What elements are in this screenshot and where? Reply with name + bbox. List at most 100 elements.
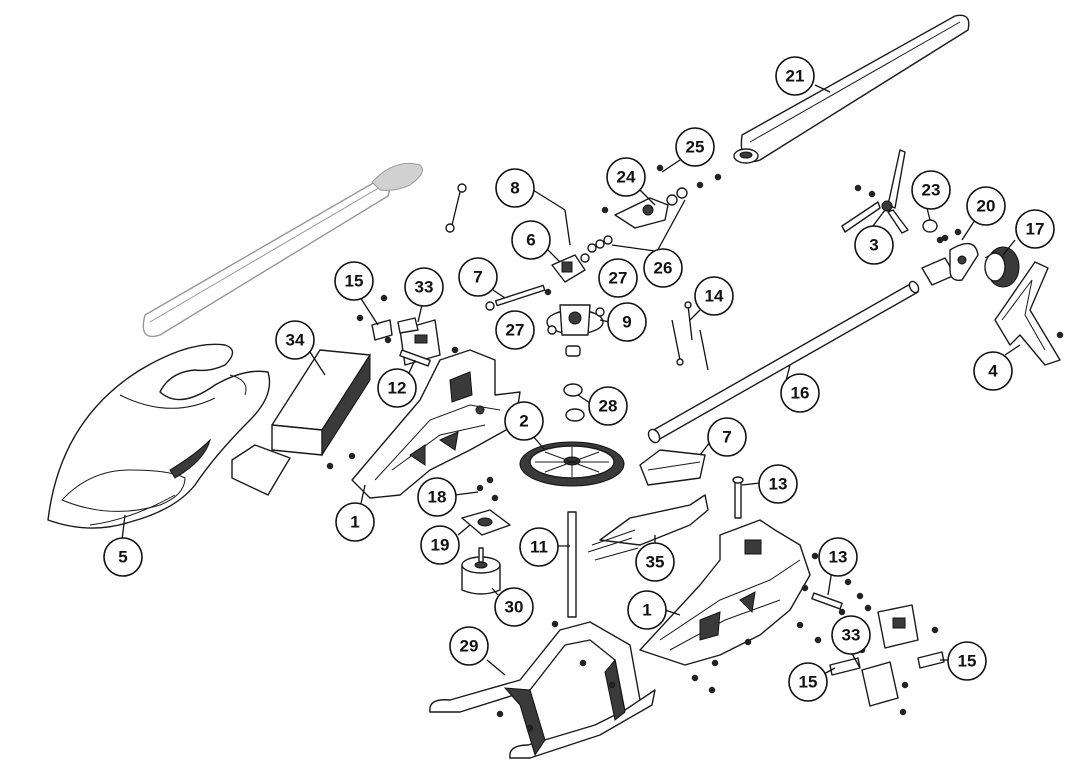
landing-gear-29 bbox=[429, 621, 656, 759]
frame-left-1 bbox=[351, 349, 521, 499]
callout-12: 12 bbox=[377, 368, 417, 408]
svg-text:35: 35 bbox=[646, 553, 665, 572]
svg-text:27: 27 bbox=[506, 321, 525, 340]
svg-text:26: 26 bbox=[654, 259, 673, 278]
callout-4: 4 bbox=[973, 351, 1013, 391]
svg-text:19: 19 bbox=[431, 536, 450, 555]
canopy-mount-13-top bbox=[732, 476, 744, 519]
svg-text:9: 9 bbox=[622, 313, 631, 332]
svg-text:1: 1 bbox=[642, 601, 651, 620]
linkage-8 bbox=[445, 183, 467, 233]
callout-5: 5 bbox=[103, 537, 143, 577]
callout-23: 23 bbox=[911, 170, 951, 210]
svg-text:4: 4 bbox=[988, 362, 998, 381]
svg-text:28: 28 bbox=[599, 397, 618, 416]
callout-15-b: 15 bbox=[947, 641, 987, 681]
callout-21: 21 bbox=[775, 56, 815, 96]
svg-text:21: 21 bbox=[786, 67, 805, 86]
callout-18: 18 bbox=[417, 477, 457, 517]
svg-text:7: 7 bbox=[473, 268, 482, 287]
svg-text:11: 11 bbox=[530, 538, 548, 557]
callout-33-b: 33 bbox=[831, 615, 871, 655]
callout-13-a: 13 bbox=[758, 464, 798, 504]
callout-3: 3 bbox=[854, 225, 894, 265]
svg-text:15: 15 bbox=[345, 272, 364, 291]
svg-text:33: 33 bbox=[415, 278, 434, 297]
bearing-28 bbox=[563, 383, 585, 422]
svg-text:24: 24 bbox=[617, 168, 636, 187]
svg-text:25: 25 bbox=[686, 138, 705, 157]
tail-fin-4 bbox=[994, 261, 1064, 366]
main-shaft-11 bbox=[551, 511, 577, 628]
callout-34: 34 bbox=[275, 320, 315, 360]
callout-14: 14 bbox=[694, 276, 734, 316]
callout-30: 30 bbox=[494, 587, 534, 627]
svg-text:27: 27 bbox=[609, 269, 628, 288]
bearings-26 bbox=[587, 235, 613, 253]
callout-2: 2 bbox=[504, 401, 544, 441]
motor-mount-19 bbox=[461, 476, 511, 536]
svg-text:13: 13 bbox=[769, 475, 788, 494]
svg-text:15: 15 bbox=[799, 673, 818, 692]
callouts: 21 25 24 8 23 20 17 6 26 27 3 7 15 33 14… bbox=[103, 56, 1055, 702]
canopy-5 bbox=[47, 343, 271, 529]
callout-15-c: 15 bbox=[788, 662, 828, 702]
svg-text:7: 7 bbox=[722, 428, 731, 447]
svg-text:15: 15 bbox=[958, 652, 977, 671]
callout-26: 26 bbox=[643, 248, 683, 288]
callout-17: 17 bbox=[1015, 209, 1055, 249]
svg-text:16: 16 bbox=[791, 384, 810, 403]
servo-arms-15-bottom bbox=[829, 651, 945, 676]
tail-boom-16 bbox=[647, 280, 920, 444]
callout-7-b: 7 bbox=[707, 417, 747, 457]
svg-text:1: 1 bbox=[350, 513, 359, 532]
blade-grip-24 bbox=[601, 173, 722, 229]
svg-text:3: 3 bbox=[869, 236, 878, 255]
receiver-7-bottom bbox=[639, 449, 706, 486]
callout-1-b: 1 bbox=[627, 590, 667, 630]
callout-6: 6 bbox=[511, 220, 551, 260]
callout-7-a: 7 bbox=[458, 257, 498, 297]
main-gear-2 bbox=[519, 441, 625, 487]
callout-11: 11 bbox=[519, 527, 559, 567]
callout-20: 20 bbox=[966, 186, 1006, 226]
spindle-7-top bbox=[485, 284, 546, 311]
svg-text:34: 34 bbox=[286, 331, 305, 350]
battery-34 bbox=[231, 349, 371, 496]
tail-rotor-3 bbox=[841, 149, 909, 234]
callout-15-a: 15 bbox=[334, 261, 374, 301]
svg-text:6: 6 bbox=[526, 231, 535, 250]
ghost-rotor-blade bbox=[142, 162, 423, 338]
svg-text:5: 5 bbox=[118, 548, 127, 567]
svg-text:20: 20 bbox=[977, 197, 996, 216]
swashplate-9 bbox=[546, 304, 605, 357]
tail-hub-23 bbox=[922, 219, 944, 244]
callout-27-a: 27 bbox=[598, 258, 638, 298]
svg-text:13: 13 bbox=[829, 548, 848, 567]
svg-text:12: 12 bbox=[388, 379, 407, 398]
callout-25: 25 bbox=[675, 127, 715, 167]
servo-33-bottom bbox=[861, 604, 919, 707]
svg-text:8: 8 bbox=[510, 179, 519, 198]
linkages-14 bbox=[671, 301, 709, 371]
tail-gearbox-20 bbox=[921, 228, 979, 286]
svg-text:33: 33 bbox=[842, 626, 861, 645]
callout-1-a: 1 bbox=[335, 502, 375, 542]
callout-24: 24 bbox=[606, 157, 646, 197]
svg-text:14: 14 bbox=[705, 287, 724, 306]
svg-text:30: 30 bbox=[505, 598, 524, 617]
canopy-mount-13-bottom bbox=[811, 592, 843, 610]
frame-right-1 bbox=[639, 519, 811, 666]
callout-29: 29 bbox=[449, 626, 489, 666]
callout-13-b: 13 bbox=[818, 537, 858, 577]
svg-text:2: 2 bbox=[519, 412, 528, 431]
callout-35: 35 bbox=[635, 542, 675, 582]
callout-27-b: 27 bbox=[495, 310, 535, 350]
esc-35 bbox=[587, 494, 709, 561]
servo-arm-15-top bbox=[356, 294, 393, 344]
screws bbox=[326, 164, 939, 716]
tail-motor-17 bbox=[984, 246, 1020, 288]
svg-text:29: 29 bbox=[460, 637, 479, 656]
svg-text:23: 23 bbox=[922, 181, 941, 200]
callout-9: 9 bbox=[607, 302, 647, 342]
